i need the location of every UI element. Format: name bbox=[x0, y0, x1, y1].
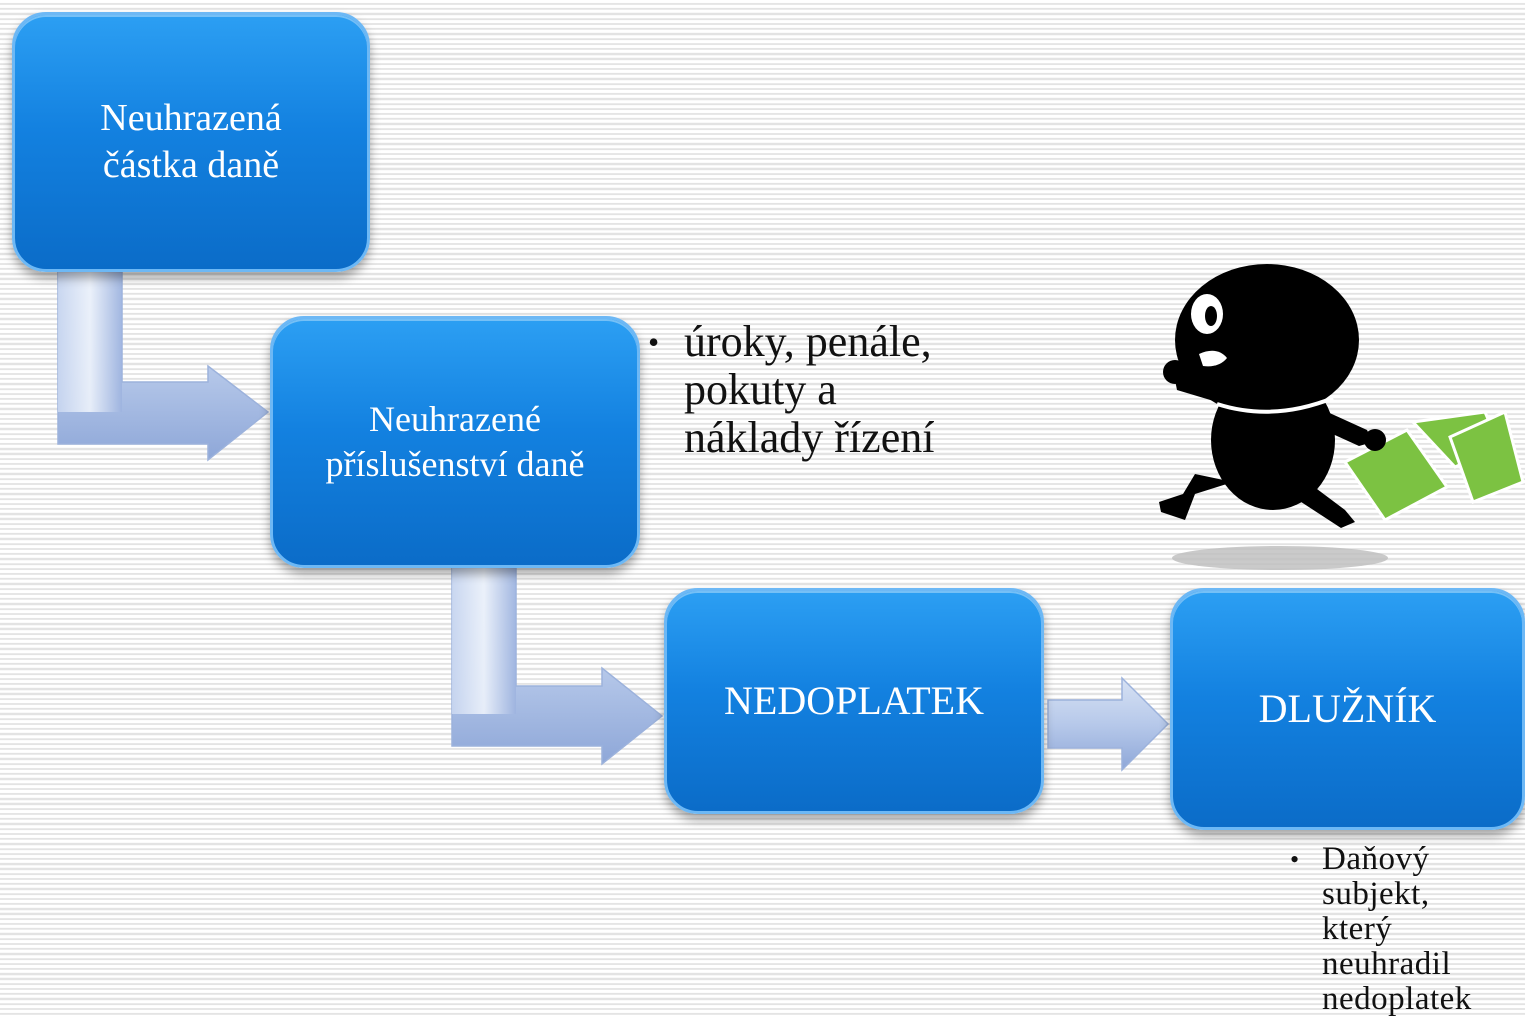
unpaid-accessories-box: Neuhrazené příslušenství daně bbox=[270, 316, 640, 568]
debtor-note: Daňový subjekt, který neuhradil nedoplat… bbox=[1290, 842, 1520, 1017]
straight-arrow bbox=[1047, 676, 1170, 772]
runner-body bbox=[1159, 264, 1386, 528]
running-debtor-icon bbox=[1159, 264, 1525, 570]
bent-arrow-1 bbox=[57, 271, 270, 462]
unpaid-tax-label: Neuhrazená částka daně bbox=[100, 96, 282, 187]
arrears-box: NEDOPLATEK bbox=[664, 588, 1044, 814]
unpaid-tax-box: Neuhrazená částka daně bbox=[12, 12, 370, 272]
runner-shadow bbox=[1172, 546, 1388, 570]
money-icon bbox=[1342, 409, 1525, 522]
unpaid-accessories-label: Neuhrazené příslušenství daně bbox=[325, 399, 585, 484]
accessories-note: úroky, penále, pokuty a náklady řízení bbox=[648, 318, 1008, 462]
arrears-label: NEDOPLATEK bbox=[724, 678, 984, 723]
debtor-box: DLUŽNÍK bbox=[1170, 588, 1525, 830]
debtor-label: DLUŽNÍK bbox=[1258, 686, 1437, 731]
runner-face bbox=[1191, 294, 1227, 367]
accessories-note-item: úroky, penále, pokuty a náklady řízení bbox=[648, 318, 1008, 462]
debtor-note-item: Daňový subjekt, který neuhradil nedoplat… bbox=[1290, 842, 1520, 1017]
bent-arrow-2 bbox=[451, 567, 664, 766]
runner-collar bbox=[1216, 396, 1334, 414]
